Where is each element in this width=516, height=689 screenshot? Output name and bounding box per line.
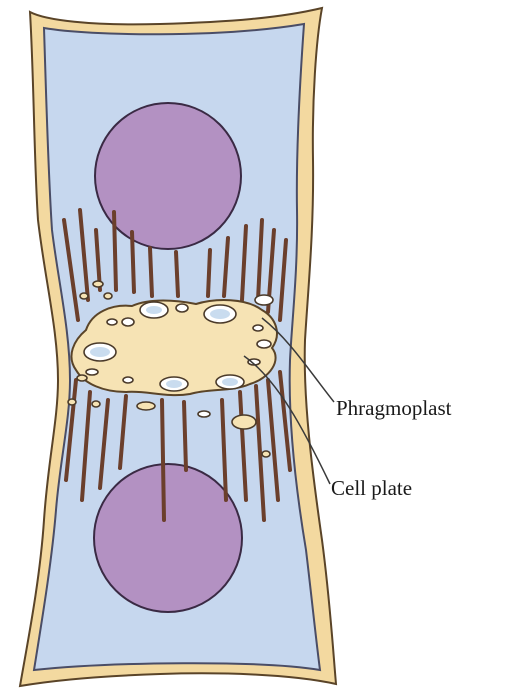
cell-plate-label: Cell plate	[331, 476, 412, 501]
phragmoplast-label: Phragmoplast	[336, 396, 452, 421]
lower-nucleus	[94, 464, 242, 612]
upper-nucleus	[95, 103, 241, 249]
